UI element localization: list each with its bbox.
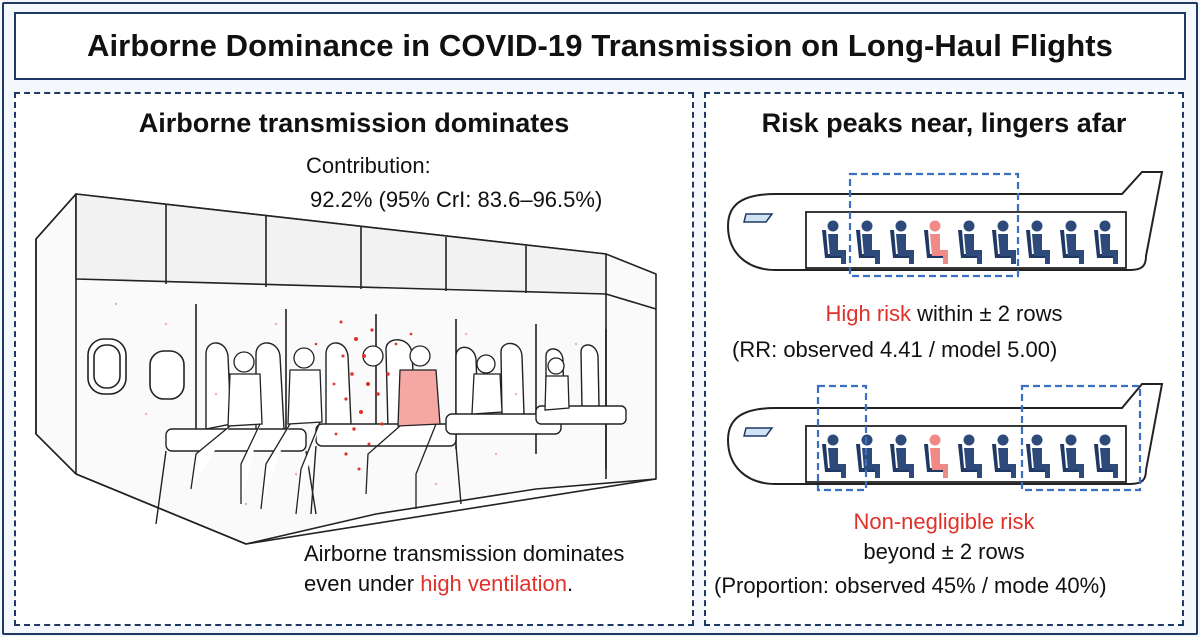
passenger-seat-icon — [1026, 220, 1050, 264]
ventilation-note-suffix: . — [566, 571, 574, 596]
infected-passenger-figure — [365, 369, 441, 509]
passenger-seat-icon — [958, 220, 982, 264]
beyond-rows-text: beyond ± 2 rows — [863, 539, 1025, 564]
right-panel: Risk peaks near, lingers afar High risk … — [704, 92, 1184, 626]
high-risk-label: High risk — [825, 301, 912, 326]
airplane-icon-bottom — [726, 383, 1164, 492]
left-panel: Airborne transmission dominates Contribu… — [14, 92, 694, 626]
passenger-seat-icon — [890, 220, 914, 264]
passenger-seat-icon — [958, 434, 982, 478]
passenger-seat-icon — [856, 220, 880, 264]
passenger-seat-icon — [890, 434, 914, 478]
high-risk-rest: within ± 2 rows — [911, 301, 1063, 326]
ventilation-note-line2: even under high ventilation. — [304, 570, 573, 598]
rr-values: (RR: observed 4.41 / model 5.00) — [732, 337, 1058, 362]
passenger-seat-icon — [1060, 220, 1084, 264]
main-title: Airborne Dominance in COVID-19 Transmiss… — [14, 12, 1186, 80]
passenger-seat-icon — [822, 220, 846, 264]
right-panel-heading: Risk peaks near, lingers afar — [761, 108, 1127, 138]
passenger-seat-icon — [1094, 220, 1118, 264]
passenger-seat-icon — [992, 220, 1016, 264]
ventilation-note-highlight: high ventilation — [420, 571, 567, 596]
ventilation-note-line1: Airborne transmission dominates — [304, 541, 625, 566]
contribution-value: 92.2% (95% CrI: 83.6–96.5%) — [310, 187, 603, 212]
non-negligible-risk-label: Non-negligible risk — [853, 509, 1035, 534]
high-risk-line: High risk within ± 2 rows — [706, 300, 1182, 328]
infected-passenger-icon — [924, 220, 948, 264]
main-title-text: Airborne Dominance in COVID-19 Transmiss… — [86, 28, 1114, 63]
passenger-seat-icon — [1060, 434, 1084, 478]
airplane-icon-top — [726, 171, 1164, 278]
passenger-seat-icon — [1094, 434, 1118, 478]
passenger-seat-icon — [992, 434, 1016, 478]
airplane-cabin-illustration — [35, 193, 657, 545]
infected-passenger-icon — [924, 434, 948, 478]
proportion-values: (Proportion: observed 45% / mode 40%) — [714, 573, 1107, 598]
passenger-seat-icon — [822, 434, 846, 478]
contribution-label: Contribution: — [306, 153, 431, 178]
ventilation-note-prefix: even under — [304, 571, 421, 596]
left-panel-heading: Airborne transmission dominates — [138, 108, 570, 138]
passenger-seat-icon — [1026, 434, 1050, 478]
